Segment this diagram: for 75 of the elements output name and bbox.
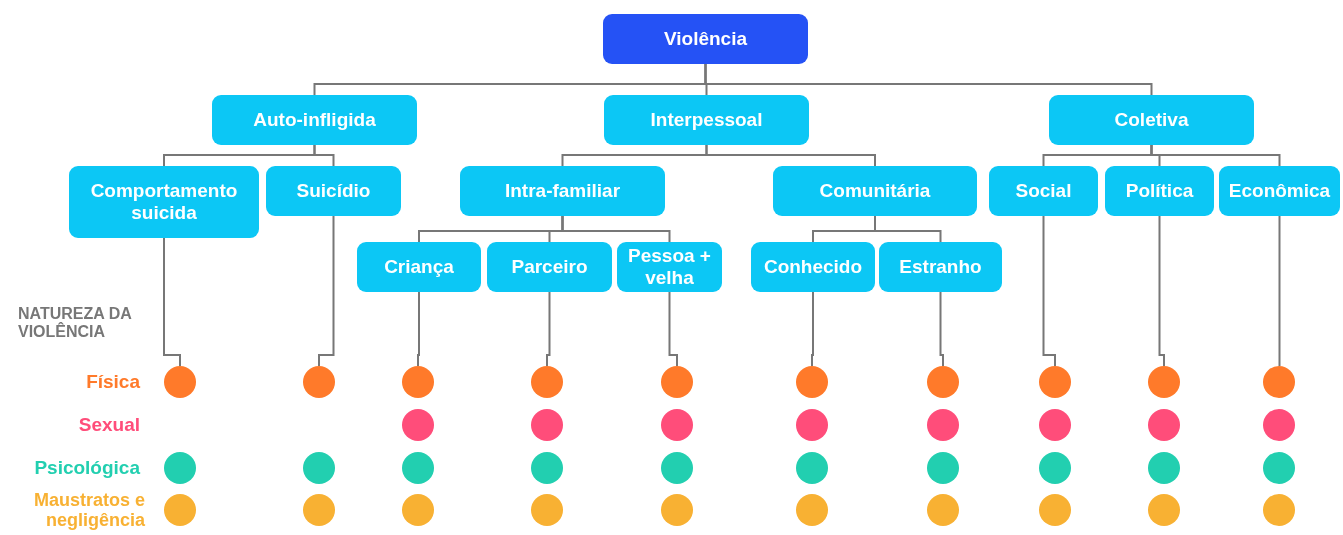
- dot-marker: [1263, 409, 1295, 441]
- category-box: Comportamento suicida: [69, 166, 259, 238]
- dot-marker: [1039, 494, 1071, 526]
- dot-marker: [531, 452, 563, 484]
- row-label: Física: [85, 371, 140, 392]
- dot-marker: [927, 366, 959, 398]
- category-box: Política: [1105, 166, 1214, 216]
- dot-marker: [164, 452, 196, 484]
- dot-marker: [164, 366, 196, 398]
- connector-line: [163, 237, 181, 367]
- connector-line: [668, 291, 678, 367]
- dot-marker: [402, 452, 434, 484]
- dot-marker: [661, 494, 693, 526]
- row-label: Psicológica: [33, 457, 140, 478]
- category-box: Social: [989, 166, 1098, 216]
- dot-marker: [796, 366, 828, 398]
- dot-marker: [402, 366, 434, 398]
- dot-marker: [531, 366, 563, 398]
- dot-marker: [1148, 494, 1180, 526]
- connector-line: [811, 291, 814, 367]
- dot-marker: [303, 494, 335, 526]
- category-box: Conhecido: [751, 242, 875, 292]
- connector-line: [318, 215, 335, 367]
- dot-marker: [531, 494, 563, 526]
- connector-line: [417, 291, 420, 367]
- category-box: Suicídio: [266, 166, 401, 216]
- category-box: Econômica: [1219, 166, 1340, 216]
- dot-marker: [402, 494, 434, 526]
- dot-marker: [661, 452, 693, 484]
- category-box: Criança: [357, 242, 481, 292]
- axis-heading: NATUREZA DA VIOLÊNCIA: [18, 305, 133, 341]
- dot-marker: [661, 409, 693, 441]
- dot-marker: [1263, 452, 1295, 484]
- dot-marker: [1148, 366, 1180, 398]
- connector-line: [561, 215, 671, 243]
- dot-marker: [1039, 366, 1071, 398]
- dot-marker: [796, 409, 828, 441]
- category-box: Parceiro: [487, 242, 612, 292]
- category-box: Estranho: [879, 242, 1002, 292]
- connector-line: [1278, 215, 1281, 367]
- dot-marker: [1039, 409, 1071, 441]
- connector-line: [1158, 215, 1165, 367]
- category-box: Intra-familiar: [460, 166, 665, 216]
- connector-line: [704, 63, 1153, 96]
- dot-marker: [402, 409, 434, 441]
- dot-marker: [1263, 366, 1295, 398]
- row-label: Sexual: [77, 414, 140, 435]
- connector-line: [1042, 215, 1056, 367]
- dot-marker: [1148, 452, 1180, 484]
- category-box: Pessoa + velha: [617, 242, 722, 292]
- category-box: Auto-infligida: [212, 95, 417, 145]
- dot-marker: [927, 452, 959, 484]
- category-box: Interpessoal: [604, 95, 809, 145]
- dot-marker: [531, 409, 563, 441]
- connector-line: [1150, 144, 1281, 167]
- dot-marker: [303, 366, 335, 398]
- dot-marker: [1148, 409, 1180, 441]
- connector-line: [874, 215, 942, 243]
- connector-line: [546, 291, 551, 367]
- root-box: Violência: [603, 14, 808, 64]
- dot-marker: [796, 452, 828, 484]
- row-label: Maustratos e negligência: [32, 490, 145, 530]
- category-box: Coletiva: [1049, 95, 1254, 145]
- dot-marker: [927, 409, 959, 441]
- dot-marker: [1039, 452, 1071, 484]
- category-box: Comunitária: [773, 166, 977, 216]
- dot-marker: [303, 452, 335, 484]
- dot-marker: [164, 494, 196, 526]
- connector-line: [939, 291, 944, 367]
- connector-line: [313, 144, 335, 167]
- dot-marker: [927, 494, 959, 526]
- connector-line: [705, 144, 876, 167]
- dot-marker: [796, 494, 828, 526]
- dot-marker: [1263, 494, 1295, 526]
- dot-marker: [661, 366, 693, 398]
